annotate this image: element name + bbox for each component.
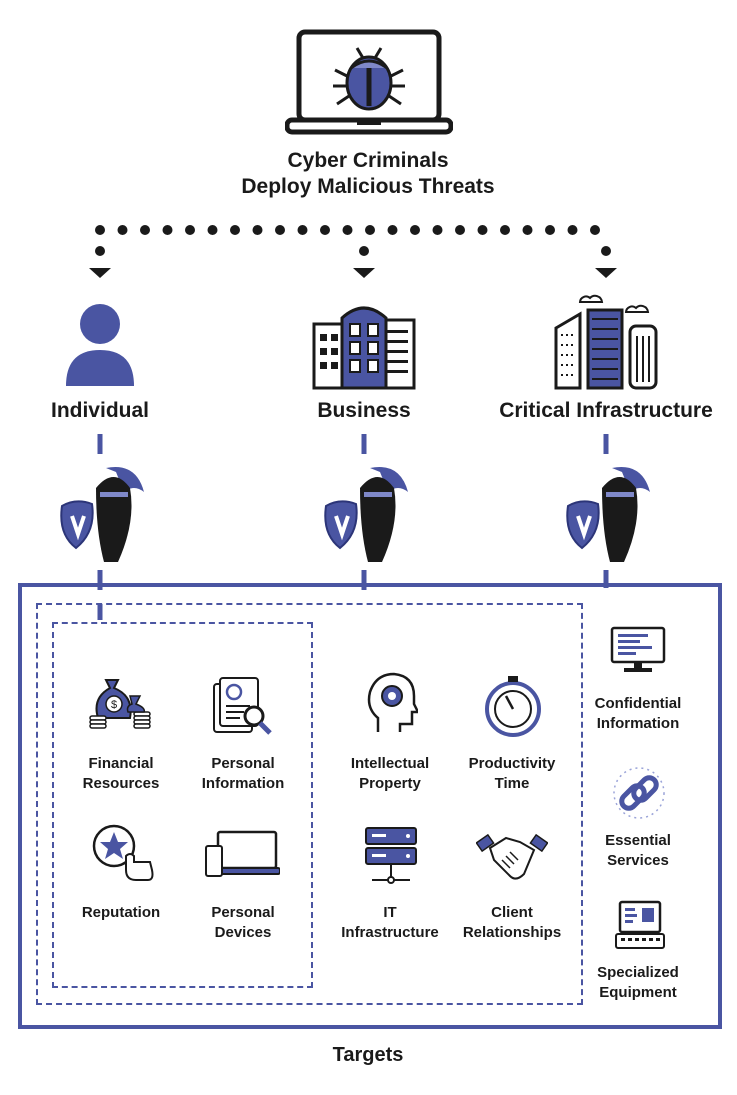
brain-gear-icon <box>364 672 418 734</box>
target-label-line: Services <box>607 852 669 869</box>
connector-dot <box>140 225 150 235</box>
header-title: Cyber Criminals Deploy Malicious Threats <box>168 148 568 200</box>
target-label-line: Devices <box>214 924 272 941</box>
target-confidential-information: Confidential Information <box>568 694 708 734</box>
control-panel-icon <box>614 900 666 950</box>
target-label-line: Infrastructure <box>341 924 439 941</box>
shield-hero-icon <box>562 462 656 568</box>
laptop-bug-icon <box>285 28 453 136</box>
server-icon <box>364 826 418 888</box>
target-label-line: Confidential <box>594 695 682 712</box>
connector-dot <box>477 225 488 235</box>
shield-hero-icon <box>320 462 414 568</box>
stopwatch-icon <box>482 674 544 738</box>
connector-dot <box>230 225 240 235</box>
svg-text:$: $ <box>111 699 117 711</box>
target-label-line: Resources <box>82 775 160 792</box>
header-line-2: Deploy Malicious Threats <box>241 175 495 198</box>
connector-dot <box>252 225 263 235</box>
category-business: Business <box>317 399 411 422</box>
target-reputation: Reputation <box>51 903 191 923</box>
connector-dot <box>342 225 353 235</box>
connector-dot <box>590 225 600 235</box>
connector-dot <box>567 225 578 235</box>
connector-dot <box>275 225 285 235</box>
target-label-line: Property <box>359 775 421 792</box>
target-label-line: Reputation <box>81 904 161 921</box>
target-essential-services: Essential Services <box>568 831 708 871</box>
star-click-icon <box>90 822 156 884</box>
handshake-icon <box>476 830 548 884</box>
target-label-line: Relationships <box>462 924 562 941</box>
connector-dot <box>95 225 105 235</box>
category-individual: Individual <box>50 399 149 422</box>
money-bags-icon: $ <box>88 676 154 732</box>
target-label-line: Personal <box>211 755 275 772</box>
target-it-infrastructure: IT Infrastructure <box>320 903 460 943</box>
target-label-line: Client <box>491 904 533 921</box>
shield-hero-icon <box>56 462 150 568</box>
connector-dot <box>432 225 443 235</box>
connector-dot <box>185 225 195 235</box>
target-financial-resources: Financial Resources <box>51 754 191 794</box>
target-label-line: IT <box>383 904 397 921</box>
target-client-relationships: Client Relationships <box>442 903 582 943</box>
target-label-line: Information <box>201 775 285 792</box>
targets-critical-box <box>18 583 722 1029</box>
connector-dot <box>117 225 128 235</box>
person-icon <box>64 302 136 386</box>
target-label-line: Financial <box>88 755 154 772</box>
connector-dot <box>207 225 218 235</box>
targets-business-box <box>36 603 583 1005</box>
laptop-phone-icon <box>204 830 280 878</box>
target-label-line: Information <box>596 715 680 732</box>
connector-dot <box>455 225 465 235</box>
target-specialized-equipment: Specialized Equipment <box>568 963 708 1003</box>
target-label-line: Personal <box>211 904 275 921</box>
target-label-line: Time <box>494 775 530 792</box>
target-productivity-time: Productivity Time <box>442 754 582 794</box>
target-label-line: Productivity <box>468 755 556 772</box>
category-critical-infrastructure: Critical Infrastructure <box>499 399 713 422</box>
distribution-connector <box>0 220 737 280</box>
chain-link-icon <box>612 766 666 820</box>
target-label-line: Specialized <box>597 964 679 981</box>
office-building-icon <box>310 298 418 390</box>
monitor-icon <box>610 626 666 674</box>
profile-document-icon <box>210 676 276 736</box>
target-personal-devices: Personal Devices <box>173 903 313 943</box>
connector-dot <box>365 225 375 235</box>
target-label-line: Intellectual <box>350 755 430 772</box>
connector-dot <box>162 225 173 235</box>
connector-dot <box>500 225 510 235</box>
target-personal-information: Personal Information <box>173 754 313 794</box>
connector-dot <box>297 225 308 235</box>
connector-dot <box>387 225 398 235</box>
connector-dot <box>522 225 533 235</box>
connector-dot <box>545 225 555 235</box>
header-line-1: Cyber Criminals <box>287 149 449 172</box>
target-label-line: Equipment <box>599 984 677 1001</box>
targets-title: Targets <box>332 1044 404 1066</box>
target-intellectual-property: Intellectual Property <box>320 754 460 794</box>
targets-individual-box <box>52 622 313 988</box>
connector-dot <box>410 225 420 235</box>
connector-dot <box>320 225 330 235</box>
target-label-line: Essential <box>605 832 671 849</box>
city-skyline-icon <box>552 288 660 390</box>
